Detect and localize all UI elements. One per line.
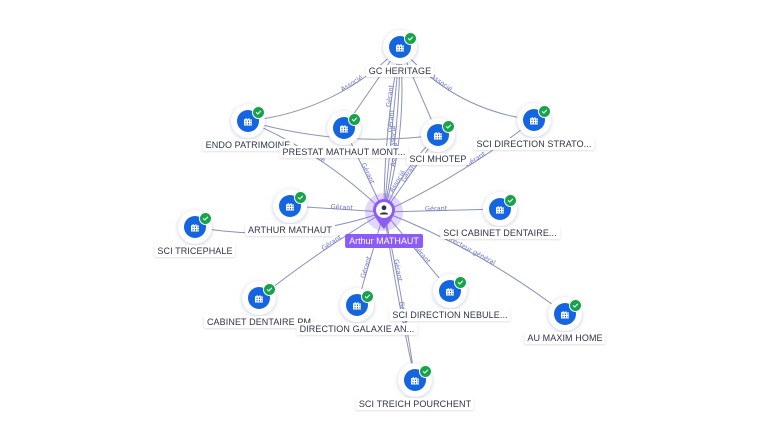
edge-role-label: Associé bbox=[388, 125, 399, 150]
company-node-label[interactable]: SCI TREICH POURCHENT bbox=[355, 398, 475, 410]
company-node-label[interactable]: GC HERITAGE bbox=[365, 65, 435, 77]
check-icon bbox=[263, 283, 276, 296]
relationship-edge bbox=[383, 211, 416, 381]
relationship-edge bbox=[383, 211, 416, 381]
person-node-label[interactable]: Arthur MATHAUT bbox=[345, 234, 423, 248]
company-node-label[interactable]: ARTHUR MATHAUT bbox=[244, 224, 336, 236]
relationship-edge bbox=[247, 120, 385, 213]
edge-role-label: Gérant bbox=[392, 258, 404, 282]
check-icon bbox=[569, 299, 582, 312]
relationship-edge bbox=[247, 46, 401, 122]
company-node-label[interactable]: AU MAXIM HOME bbox=[524, 332, 606, 344]
company-node-label[interactable]: SCI MHOTEP bbox=[406, 153, 470, 165]
company-node-label[interactable]: PRESTAT MATHAUT MONT... bbox=[279, 146, 409, 158]
edge-role-label: Gérant bbox=[425, 204, 448, 213]
check-icon bbox=[504, 194, 517, 207]
company-node-label[interactable]: SCI CABINET DENTAIRE... bbox=[440, 227, 560, 239]
check-icon bbox=[361, 290, 374, 303]
edge-role-label: Gérant bbox=[384, 84, 395, 108]
edge-role-label: Gérant bbox=[359, 162, 376, 186]
company-node-label[interactable]: ENDO PATRIMOINE bbox=[202, 139, 294, 151]
relationship-edge bbox=[383, 211, 566, 315]
check-icon bbox=[419, 365, 432, 378]
relationship-edge bbox=[399, 46, 535, 121]
company-node-label[interactable]: SCI DIRECTION NEBULE... bbox=[389, 309, 511, 321]
check-icon bbox=[538, 105, 551, 118]
edge-role-label: Gérant bbox=[386, 109, 396, 132]
edge-role-label: Gérant bbox=[359, 255, 373, 279]
edge-role-label: Associé bbox=[339, 74, 364, 94]
check-icon bbox=[442, 120, 455, 133]
relationship-edge bbox=[383, 119, 535, 213]
edge-role-label: Gérant bbox=[330, 203, 353, 212]
check-icon bbox=[348, 113, 361, 126]
company-node-label[interactable]: SCI DIRECTION STRATO... bbox=[473, 138, 595, 150]
check-icon bbox=[404, 32, 417, 45]
company-node-label[interactable]: SCI TRICEPHALE bbox=[154, 245, 236, 257]
company-node-label[interactable]: CABINET DENTAIRE PM bbox=[203, 316, 315, 328]
company-node-label[interactable]: DIRECTION GALAXIE AN... bbox=[296, 323, 418, 335]
check-icon bbox=[199, 212, 212, 225]
person-icon[interactable] bbox=[371, 198, 397, 230]
check-icon bbox=[454, 276, 467, 289]
check-icon bbox=[294, 191, 307, 204]
check-icon bbox=[252, 106, 265, 119]
